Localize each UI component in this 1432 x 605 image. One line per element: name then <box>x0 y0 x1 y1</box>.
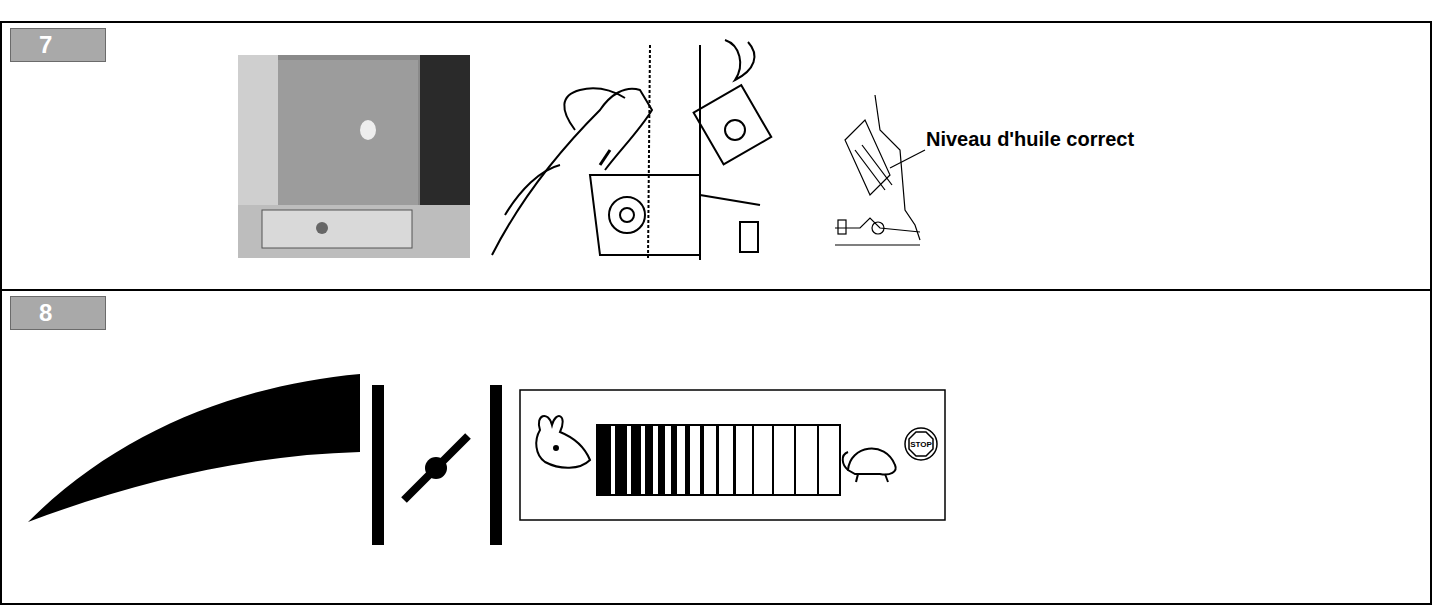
choke-symbol <box>404 436 468 500</box>
throttle-lever <box>28 374 360 522</box>
oil-level-diagram <box>835 95 925 245</box>
divider-bar <box>372 385 384 545</box>
speed-bar <box>597 425 840 495</box>
row-divider <box>1 289 1431 291</box>
speed-panel <box>520 390 945 520</box>
callout-number: 8 <box>10 296 106 330</box>
node-text: 8 <box>39 299 52 327</box>
turtle-icon <box>843 449 896 482</box>
part-label: Niveau d'huile correct <box>926 128 1134 151</box>
rabbit-icon <box>536 416 590 468</box>
stop-sign: STOP <box>904 427 938 461</box>
divider-bar <box>490 385 502 545</box>
node-text: STOP <box>910 440 932 449</box>
engine-photo <box>238 55 470 258</box>
node-text: 7 <box>39 31 52 59</box>
dipstick-drawing <box>492 40 771 260</box>
table-frame <box>1 22 1431 604</box>
callout-number: 7 <box>10 28 106 62</box>
